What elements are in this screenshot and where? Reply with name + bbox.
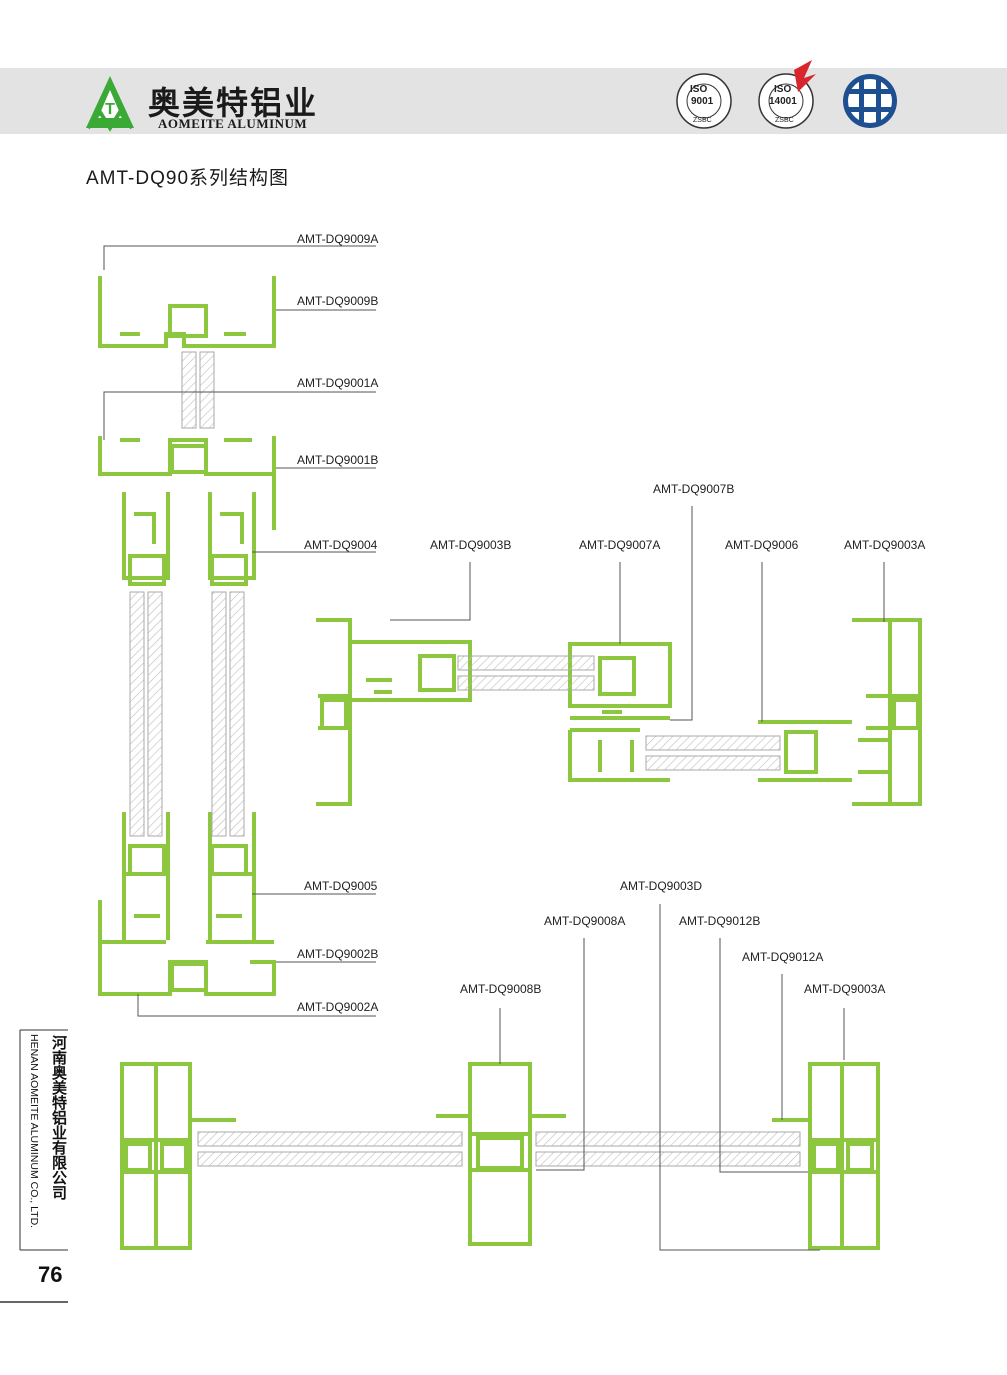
seal-code: ISO bbox=[774, 84, 792, 95]
part-label: AMT-DQ9007A bbox=[579, 538, 661, 552]
part-label: AMT-DQ9006 bbox=[725, 538, 799, 552]
part-label: AMT-DQ9009B bbox=[297, 294, 379, 308]
part-label: AMT-DQ9002A bbox=[297, 1000, 379, 1014]
company-name-cn: 奥美特铝业 bbox=[148, 84, 319, 122]
china-mark-icon bbox=[843, 74, 897, 128]
part-label: AMT-DQ9008A bbox=[544, 914, 626, 928]
svg-text:T: T bbox=[105, 101, 115, 118]
glass-pane bbox=[197, 1131, 463, 1147]
part-label: AMT-DQ9003D bbox=[620, 879, 703, 893]
seal-number: 14001 bbox=[769, 96, 797, 107]
part-label: AMT-DQ9004 bbox=[304, 538, 378, 552]
leader-lines bbox=[103, 245, 376, 1017]
part-label: AMT-DQ9008B bbox=[460, 982, 542, 996]
horizontal-section-2 bbox=[120, 1062, 880, 1250]
page-number: 76 bbox=[38, 1262, 63, 1287]
glass-pane bbox=[535, 1151, 801, 1167]
part-label: AMT-DQ9001A bbox=[297, 376, 379, 390]
horizontal-section-1 bbox=[316, 618, 922, 806]
glass-pane bbox=[129, 591, 145, 837]
glass-pane bbox=[535, 1131, 801, 1147]
glass-pane bbox=[457, 655, 595, 671]
seal-code: ISO bbox=[690, 84, 708, 95]
part-label: AMT-DQ9012B bbox=[679, 914, 761, 928]
part-label: AMT-DQ9012A bbox=[742, 950, 824, 964]
part-label: AMT-DQ9003A bbox=[804, 982, 886, 996]
glass-pane bbox=[229, 591, 245, 837]
glass-pane bbox=[147, 591, 163, 837]
vertical-section bbox=[98, 276, 276, 996]
seal-issuer: ZSBC bbox=[775, 117, 794, 124]
sidebar-company-name-en: HENAN AOMEITE ALUMINUM CO., LTD. bbox=[28, 1034, 40, 1228]
iso9001-seal-icon bbox=[676, 73, 732, 129]
seal-number: 9001 bbox=[691, 96, 714, 107]
glass-pane bbox=[645, 735, 781, 751]
part-label: AMT-DQ9009A bbox=[297, 232, 379, 246]
sidebar-company-name-en-wrap: HENAN AOMEITE ALUMINUM CO., LTD. bbox=[28, 1034, 40, 1228]
part-label: AMT-DQ9002B bbox=[297, 947, 379, 961]
part-label: AMT-DQ9001B bbox=[297, 453, 379, 467]
glass-pane bbox=[211, 591, 227, 837]
part-label: AMT-DQ9003A bbox=[844, 538, 926, 552]
page-title: AMT-DQ90系列结构图 bbox=[86, 168, 290, 189]
glass-pane bbox=[197, 1151, 463, 1167]
iso14001-seal-icon bbox=[758, 60, 816, 129]
glass-pane bbox=[645, 755, 781, 771]
header-band bbox=[0, 68, 1007, 134]
part-label: AMT-DQ9005 bbox=[304, 879, 378, 893]
leader-lines bbox=[390, 506, 885, 722]
glass-pane bbox=[457, 675, 595, 691]
part-label: AMT-DQ9003B bbox=[430, 538, 512, 552]
seal-issuer: ZSBC bbox=[693, 117, 712, 124]
company-name-en: AOMEITE ALUMINUM bbox=[158, 116, 308, 131]
sidebar-company-name-cn: 河南奥美特铝业有限公司 bbox=[52, 1034, 68, 1202]
company-logo-icon: T bbox=[86, 76, 134, 132]
leader-lines bbox=[499, 904, 845, 1251]
part-label: AMT-DQ9007B bbox=[653, 482, 735, 496]
